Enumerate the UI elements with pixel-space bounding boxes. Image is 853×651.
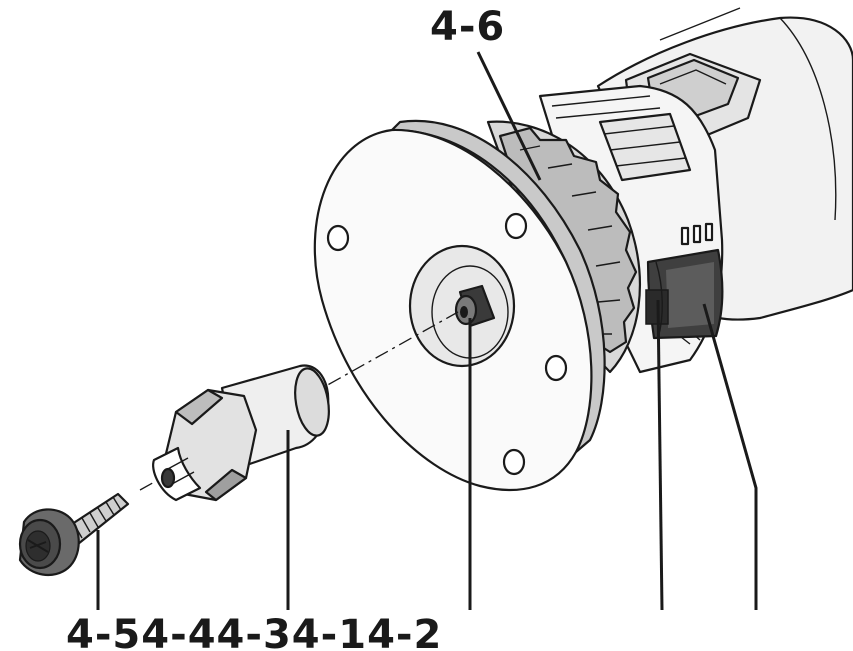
base-plate — [313, 119, 606, 492]
callout-4-5: 4-5 — [66, 612, 141, 651]
callout-row: 4-54-44-34-14-2 — [66, 612, 442, 651]
callout-4-6: 4-6 — [430, 4, 505, 50]
callout-4-3: 4-3 — [217, 612, 292, 651]
leader-4-2 — [702, 303, 758, 610]
collet-chuck — [152, 364, 330, 502]
leader-lines — [96, 51, 758, 611]
callout-4-4: 4-4 — [141, 612, 216, 651]
leader-4-6 — [476, 51, 542, 181]
callout-4-1: 4-1 — [292, 612, 367, 651]
clamping-screw — [18, 492, 130, 577]
leader-4-1 — [656, 299, 664, 611]
callout-4-2: 4-2 — [367, 612, 442, 651]
